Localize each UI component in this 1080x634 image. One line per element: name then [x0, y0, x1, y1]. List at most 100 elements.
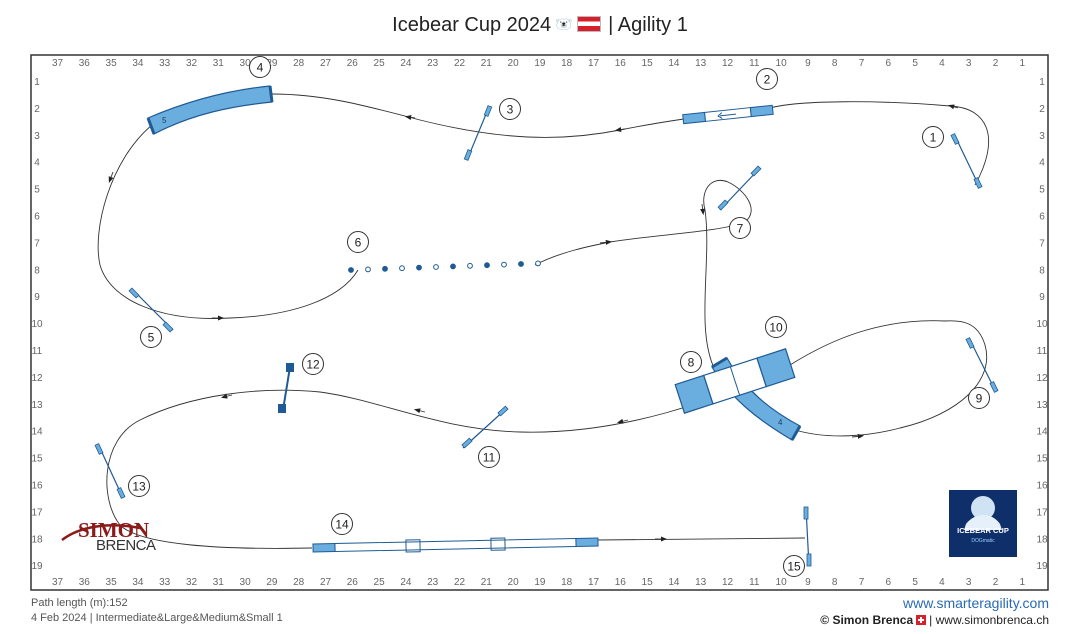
grid-row-label: 16 [1036, 481, 1048, 492]
grid-column-label: 19 [534, 58, 546, 69]
grid-row-label: 4 [1039, 158, 1045, 169]
weave-pole [348, 267, 354, 273]
weave-pole [382, 265, 388, 272]
website-link[interactable]: www.smarteragility.com [903, 595, 1049, 611]
grid-row-label: 2 [1039, 104, 1045, 115]
judge-logo-bottom: BRENCA [96, 537, 156, 554]
grid-column-label: 1 [1020, 58, 1026, 69]
marker-number: 3 [507, 103, 514, 117]
grid-row-label: 3 [1039, 131, 1045, 142]
path-segment [949, 105, 989, 186]
grid-column-label: 6 [886, 58, 892, 69]
grid-column-label: 7 [859, 577, 865, 588]
marker-7: 7 [729, 217, 751, 239]
grid-column-label: 12 [722, 577, 734, 588]
weave-pole [501, 261, 507, 268]
marker-number: 1 [930, 131, 937, 145]
weave-pole [365, 266, 371, 273]
grid-column-label: 3 [966, 577, 972, 588]
grid-column-label: 30 [240, 577, 252, 588]
grid-column-label: 33 [159, 577, 171, 588]
grid-row-label: 17 [31, 507, 43, 518]
grid-row-label: 6 [1039, 212, 1045, 223]
grid-column-label: 31 [213, 577, 225, 588]
grid-column-label: 21 [481, 577, 493, 588]
grid-column-label: 22 [454, 58, 466, 69]
path-arrow [700, 203, 706, 216]
grid-column-label: 10 [776, 58, 788, 69]
grid-column-label: 23 [427, 58, 439, 69]
grid-row-label: 19 [31, 561, 43, 572]
obstacle-8-inner-label: 4 [778, 418, 783, 427]
grid-column-label: 19 [534, 577, 546, 588]
marker-3: 3 [499, 98, 521, 120]
marker-number: 12 [306, 358, 320, 372]
marker-circle [968, 387, 990, 409]
grid-column-label: 24 [400, 577, 412, 588]
path-arrow [851, 433, 865, 439]
weave-pole [433, 264, 439, 270]
grid-row-label: 14 [1036, 427, 1048, 438]
grid-row-label: 18 [1036, 534, 1048, 545]
grid-column-label: 14 [668, 577, 680, 588]
grid-column-label: 3 [966, 58, 972, 69]
obstacle-1-hurdle [950, 133, 983, 189]
marker-number: 2 [764, 73, 771, 87]
swiss-flag-icon [916, 615, 927, 625]
marker-4: 4 [249, 56, 271, 78]
grid-column-label: 35 [106, 58, 118, 69]
grid-column-label: 6 [886, 577, 892, 588]
grid-row-label: 16 [31, 481, 43, 492]
grid-column-label: 29 [266, 58, 278, 69]
grid-row-label: 2 [34, 104, 40, 115]
marker-circle [478, 446, 500, 468]
grid-column-label: 20 [508, 58, 520, 69]
weave-pole [467, 262, 473, 269]
obstacle-4-tunnel: 5 [146, 85, 274, 135]
grid-column-label: 25 [374, 58, 386, 69]
marker-2: 2 [756, 68, 778, 90]
obstacles: 5 4 [94, 85, 999, 567]
grid-column-label: 28 [293, 577, 305, 588]
grid-row-label: 4 [34, 158, 40, 169]
grid-row-label: 8 [1039, 265, 1045, 276]
grid-column-label: 24 [400, 58, 412, 69]
marker-number: 11 [483, 451, 496, 465]
grid-column-label: 13 [695, 577, 707, 588]
grid-row-label: 9 [1039, 292, 1045, 303]
marker-10: 10 [765, 316, 787, 338]
austria-flag-icon [576, 16, 601, 33]
judge-logo-top: SIMON [78, 518, 149, 542]
grid-column-label: 15 [642, 58, 654, 69]
grid-row-label: 14 [31, 427, 43, 438]
grid-column-label: 1 [1020, 577, 1026, 588]
grid-row-label: 12 [31, 373, 43, 384]
path-arrow [599, 239, 613, 245]
copyright-website[interactable]: | www.simonbrenca.ch [929, 613, 1049, 627]
marker-12: 12 [302, 353, 324, 375]
obstacle-10-a-frame [674, 348, 796, 414]
obstacle-3-hurdle [463, 105, 493, 161]
grid-column-label: 17 [588, 577, 600, 588]
marker-13: 13 [128, 475, 150, 497]
weave-pole [518, 261, 524, 267]
grid-column-label: 11 [749, 58, 760, 69]
marker-number: 5 [148, 331, 155, 345]
marker-circle [765, 316, 787, 338]
marker-circle [347, 231, 369, 253]
grid-column-label: 9 [805, 58, 811, 69]
grid-column-label: 18 [561, 577, 573, 588]
grid-column-label: 27 [320, 577, 332, 588]
marker-14: 14 [331, 513, 353, 535]
obstacle-14-dog-walk [312, 537, 599, 553]
marker-11: 11 [478, 446, 500, 468]
marker-circle [331, 513, 353, 535]
marker-number: 7 [737, 222, 744, 236]
grid-column-label: 4 [939, 58, 945, 69]
weave-pole [450, 263, 456, 270]
obstacle-9-hurdle [965, 337, 999, 393]
grid-column-label: 36 [79, 577, 91, 588]
